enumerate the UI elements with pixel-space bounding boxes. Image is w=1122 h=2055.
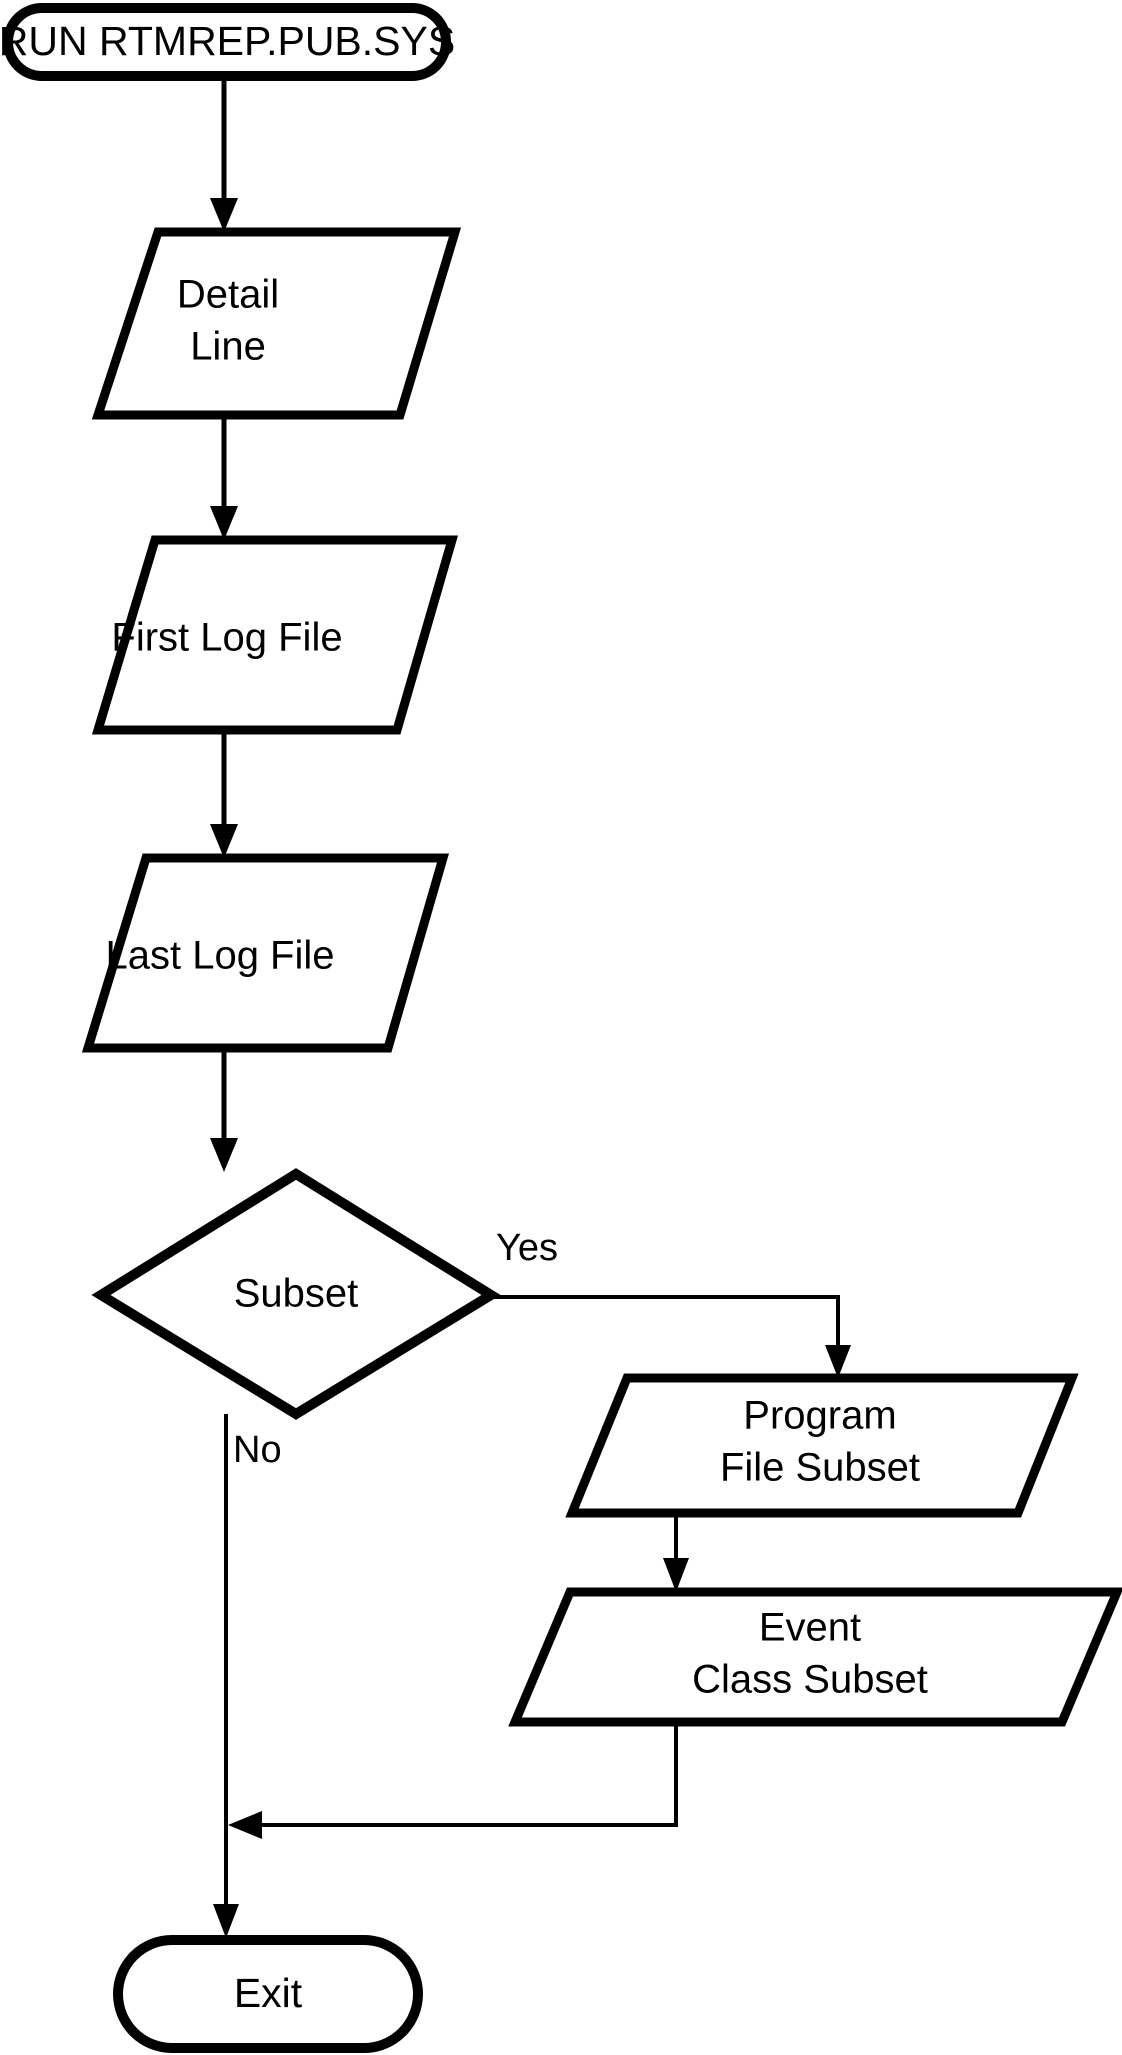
detail-line-label-1: Detail (177, 273, 279, 317)
arrow-head-down-icon (210, 506, 238, 540)
program-file-subset-label-2: File Subset (720, 1446, 920, 1490)
exit-terminator-shape (113, 1935, 423, 2053)
node-program-file-subset[interactable]: Program File Subset (565, 1373, 1079, 1518)
event-class-subset-shape (508, 1587, 1122, 1727)
connector-subset-yes-branch: Yes (491, 1227, 851, 1378)
connector-line-segment (248, 1725, 678, 1827)
start-terminator-shape (3, 3, 451, 81)
edge-label-yes: Yes (496, 1227, 558, 1269)
connector-subset-no-branch: No (213, 1414, 282, 1938)
exit-terminator-label: Exit (234, 1970, 303, 2016)
connector-last-log-file-to-subset (210, 1051, 238, 1172)
start-terminator-label: RUN RTMREP.PUB.SYS (0, 18, 455, 64)
last-log-file-shape (81, 853, 449, 1053)
node-first-log-file[interactable]: First Log File (91, 535, 458, 735)
program-file-subset-shape (565, 1373, 1079, 1518)
node-subset-decision[interactable]: Subset (91, 1168, 501, 1420)
node-last-log-file[interactable]: Last Log File (81, 853, 449, 1053)
connector-first-log-file-to-last-log-file (210, 733, 238, 858)
connector-program-file-subset-to-event-class-subset (663, 1516, 689, 1592)
arrow-head-down-icon (210, 1138, 238, 1172)
edge-label-no: No (233, 1429, 282, 1471)
event-class-subset-label-2: Class Subset (692, 1658, 928, 1702)
program-file-subset-label-1: Program (743, 1394, 896, 1438)
node-detail-line[interactable]: Detail Line (91, 227, 462, 420)
arrow-head-down-icon (825, 1345, 851, 1378)
connector-detail-line-to-first-log-file (210, 418, 238, 540)
arrow-head-left-icon (228, 1811, 262, 1839)
first-log-file-shape (91, 535, 458, 735)
connector-line-segment (491, 1295, 840, 1358)
subset-decision-label: Subset (234, 1272, 359, 1316)
arrow-head-down-icon (210, 198, 238, 232)
event-class-subset-label-1: Event (759, 1606, 861, 1650)
detail-line-shape (91, 227, 462, 420)
first-log-file-label: First Log File (111, 616, 342, 660)
node-start-terminator[interactable]: RUN RTMREP.PUB.SYS (0, 3, 455, 81)
detail-line-label-2: Line (190, 325, 266, 369)
arrow-head-down-icon (663, 1558, 689, 1592)
connector-start-to-detail-line (210, 80, 238, 232)
last-log-file-label: Last Log File (105, 934, 334, 978)
connector-event-class-subset-return (228, 1725, 678, 1839)
node-event-class-subset[interactable]: Event Class Subset (508, 1587, 1122, 1727)
arrow-head-down-icon (213, 1904, 239, 1938)
subset-decision-shape (91, 1168, 501, 1420)
node-exit-terminator[interactable]: Exit (113, 1935, 423, 2053)
arrow-head-down-icon (210, 824, 238, 858)
